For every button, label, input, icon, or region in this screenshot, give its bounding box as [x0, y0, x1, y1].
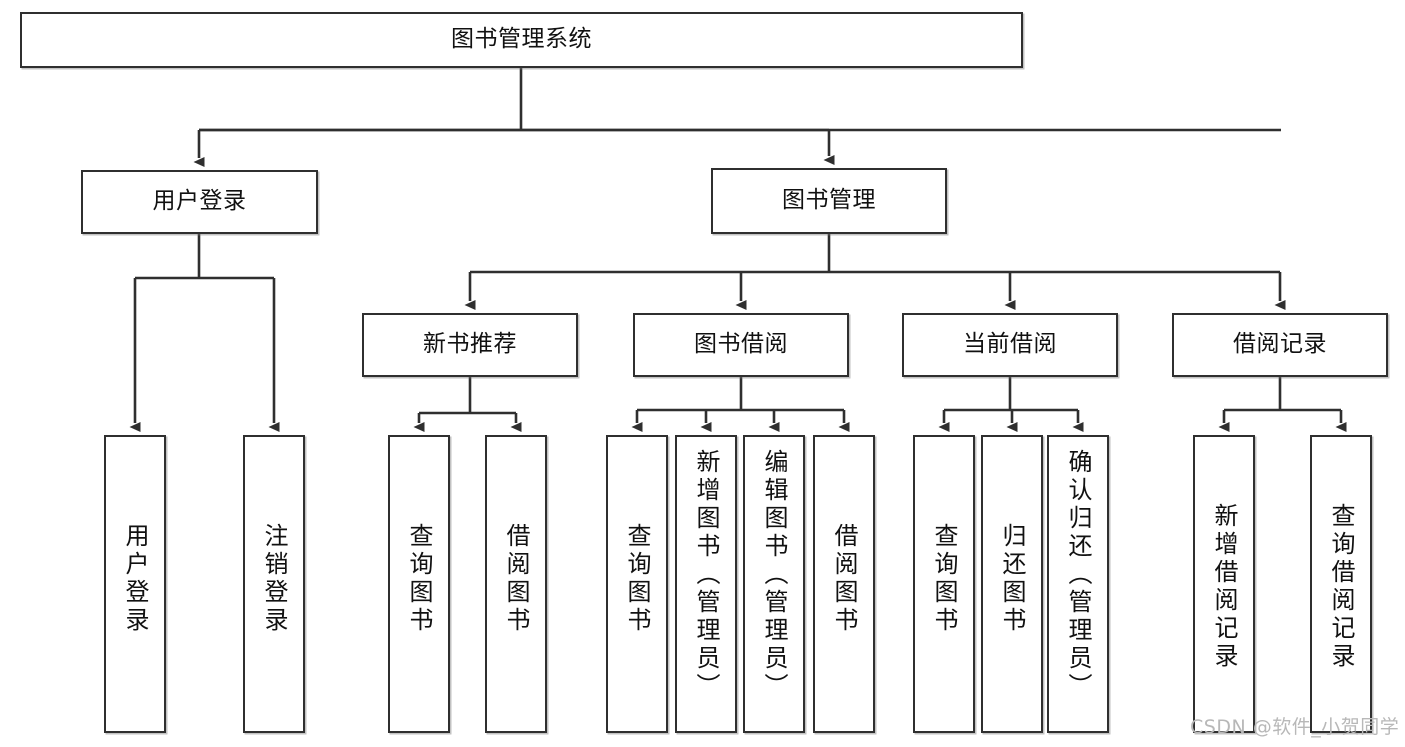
node-root[interactable]: 图书管理系统: [20, 12, 1023, 68]
node-leaf-3[interactable]: 借阅图书: [485, 435, 547, 733]
node-leaf-11[interactable]: 新增借阅记录: [1193, 435, 1255, 733]
node-leaf-6[interactable]: 编辑图书（管理员）: [743, 435, 805, 733]
node-label: 编辑图书（管理员）: [760, 449, 788, 701]
node-leaf-2[interactable]: 查询图书: [388, 435, 450, 733]
node-label: 新增借阅记录: [1210, 503, 1238, 671]
node-leaf-7[interactable]: 借阅图书: [813, 435, 875, 733]
node-level1-1[interactable]: 图书管理: [711, 168, 947, 234]
node-leaf-9[interactable]: 归还图书: [981, 435, 1043, 733]
node-leaf-4[interactable]: 查询图书: [606, 435, 668, 733]
node-label: 借阅图书: [830, 523, 858, 635]
node-label: 查询图书: [930, 523, 958, 635]
node-label: 确认归还（管理员）: [1064, 449, 1092, 701]
node-label: 当前借阅: [963, 331, 1057, 358]
node-leaf-10[interactable]: 确认归还（管理员）: [1047, 435, 1109, 733]
node-level2-3[interactable]: 借阅记录: [1172, 313, 1388, 377]
node-level1-0[interactable]: 用户登录: [81, 170, 318, 234]
node-leaf-8[interactable]: 查询图书: [913, 435, 975, 733]
node-label: 借阅记录: [1233, 331, 1327, 358]
node-label: 查询借阅记录: [1327, 503, 1355, 671]
node-level2-2[interactable]: 当前借阅: [902, 313, 1118, 377]
node-label: 用户登录: [152, 188, 247, 215]
node-leaf-0[interactable]: 用户登录: [104, 435, 166, 733]
node-level2-0[interactable]: 新书推荐: [362, 313, 578, 377]
node-label: 图书管理系统: [451, 26, 592, 53]
node-label: 归还图书: [998, 523, 1026, 635]
node-label: 新增图书（管理员）: [692, 449, 720, 701]
node-label: 借阅图书: [502, 523, 530, 635]
node-label: 图书借阅: [694, 331, 788, 358]
node-leaf-12[interactable]: 查询借阅记录: [1310, 435, 1372, 733]
node-leaf-1[interactable]: 注销登录: [243, 435, 305, 733]
node-level2-1[interactable]: 图书借阅: [633, 313, 849, 377]
node-label: 新书推荐: [423, 331, 517, 358]
node-label: 查询图书: [623, 523, 651, 635]
node-label: 用户登录: [121, 523, 149, 635]
node-leaf-5[interactable]: 新增图书（管理员）: [675, 435, 737, 733]
node-label: 图书管理: [782, 187, 876, 214]
node-label: 注销登录: [260, 523, 288, 635]
node-label: 查询图书: [405, 523, 433, 635]
watermark-text: CSDN @软件_小贺同学: [1190, 716, 1400, 738]
